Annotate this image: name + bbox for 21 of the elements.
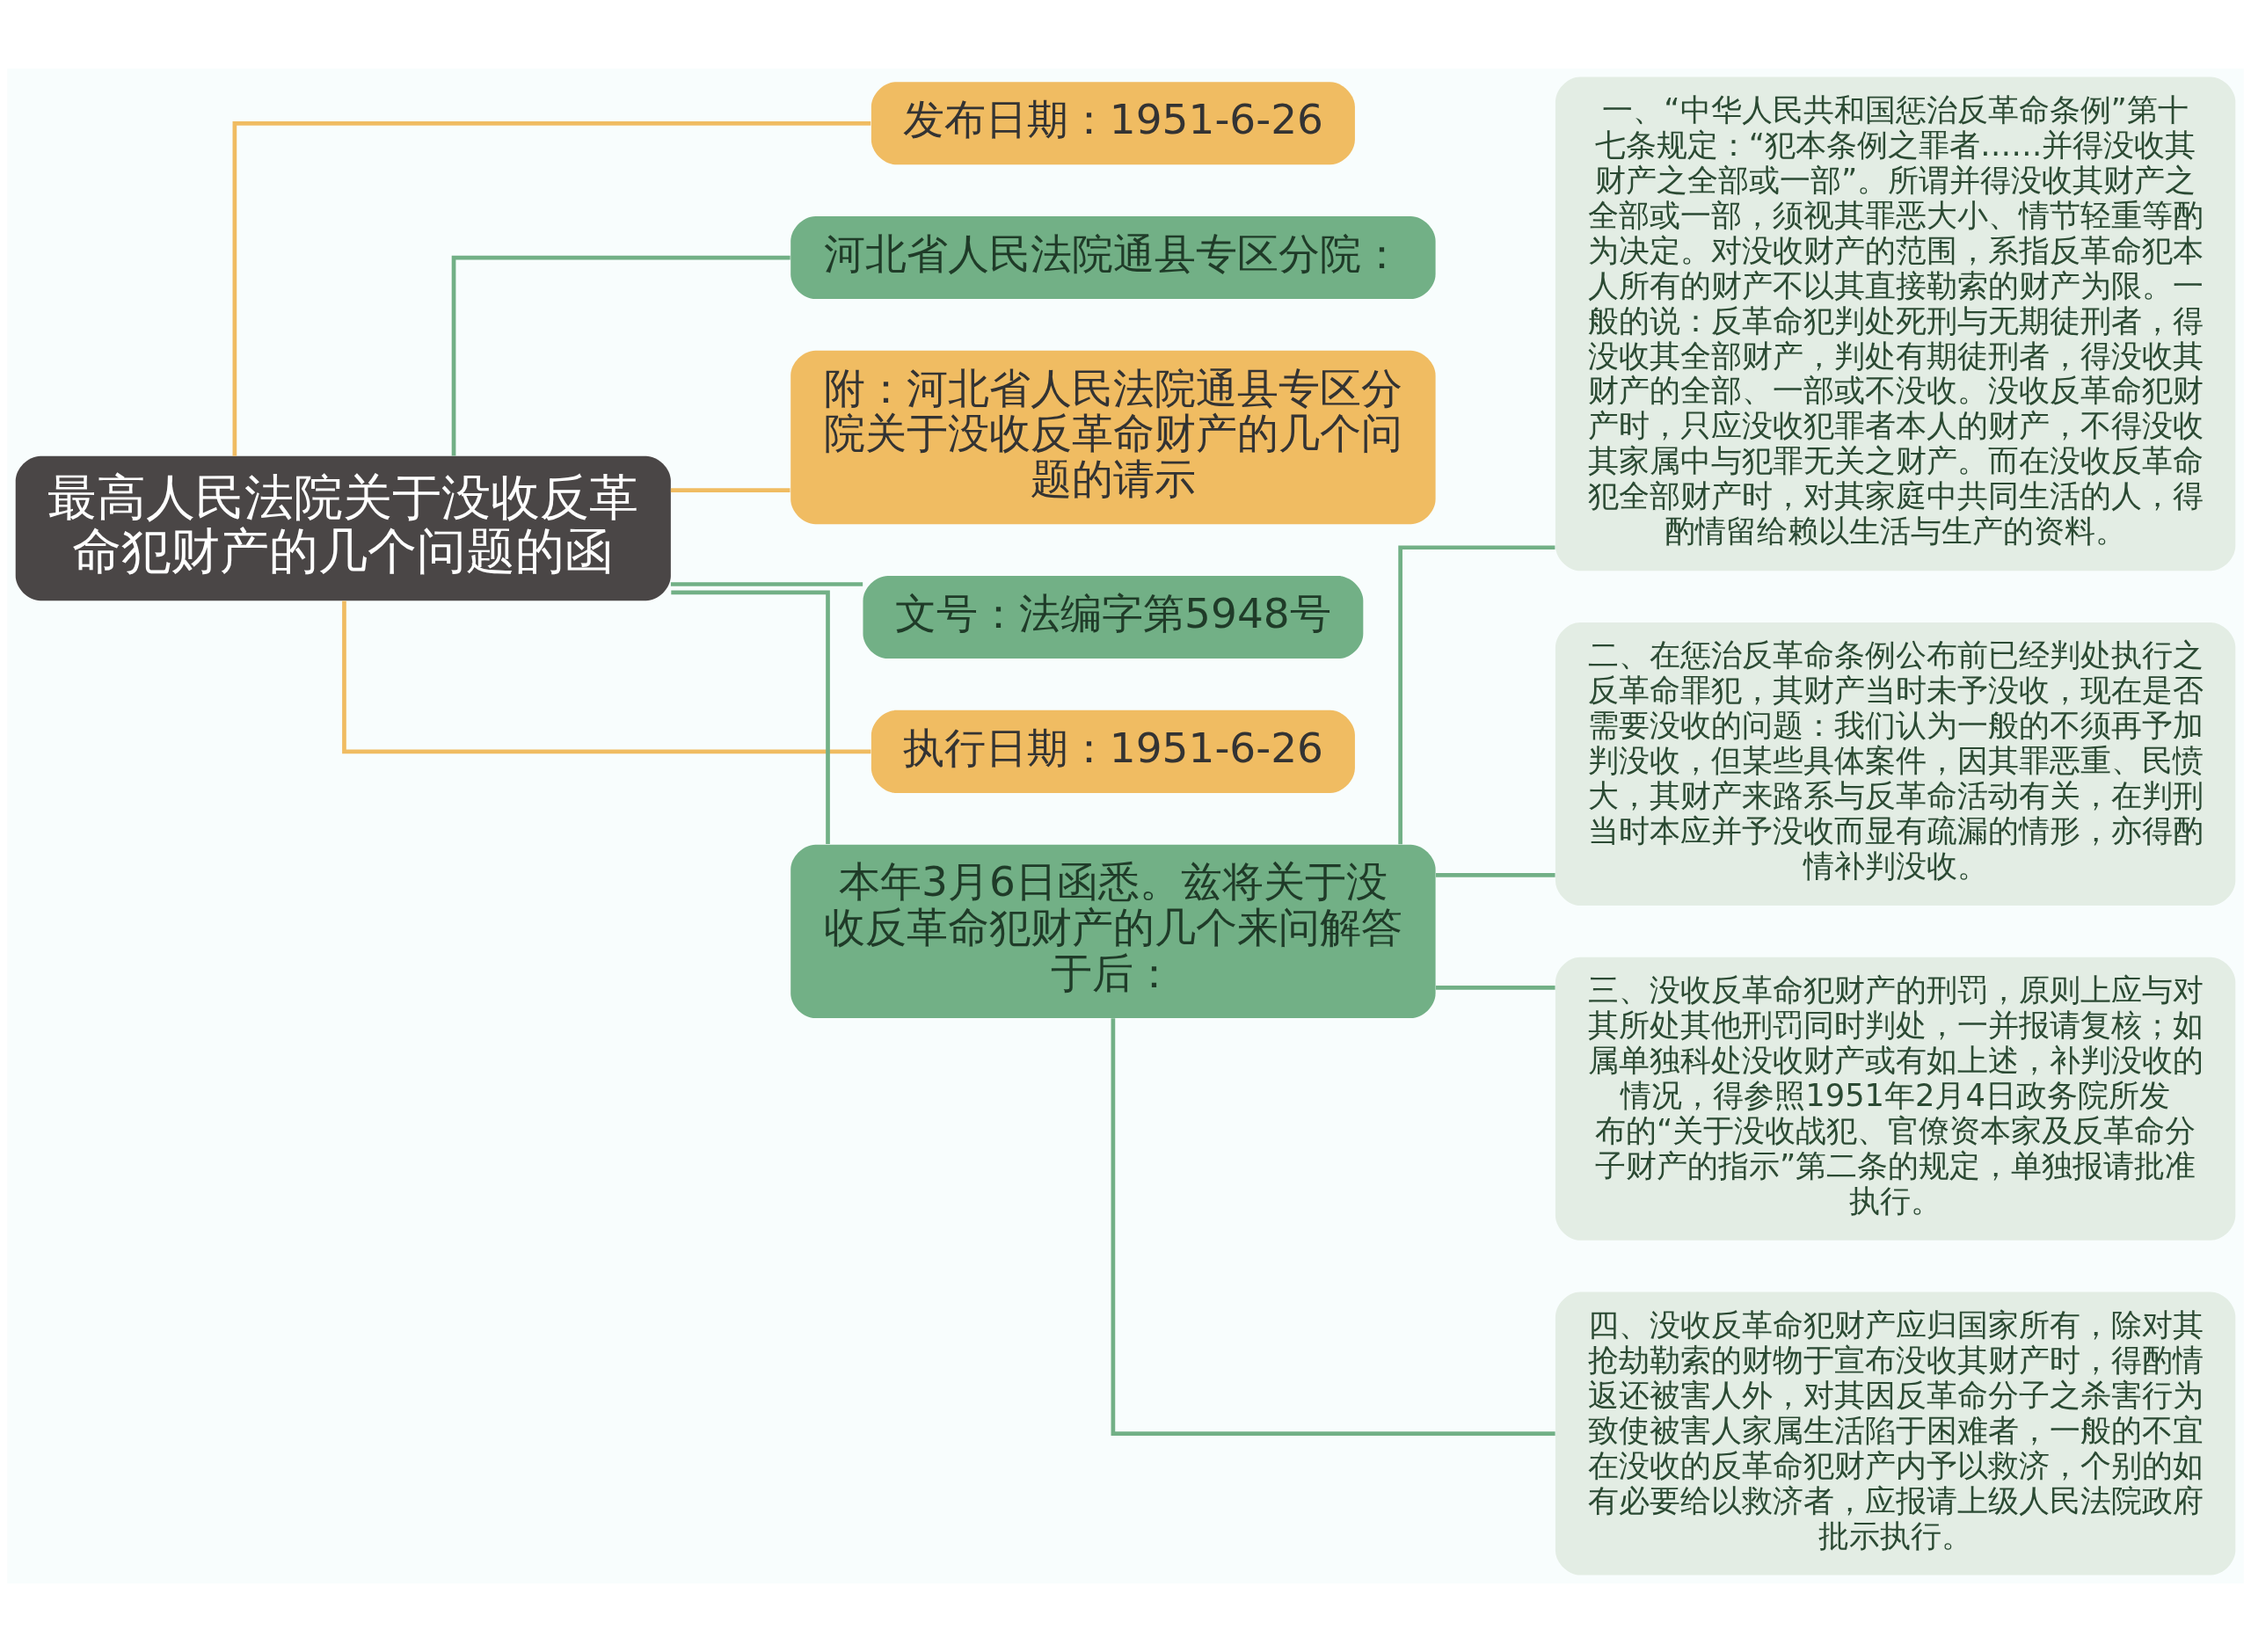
connector: [1435, 873, 1555, 877]
node-box: 最高人民法院关于没收反革命犯财产的几个问题的函: [15, 455, 671, 601]
connector: [232, 120, 871, 456]
node-box: 文号：法编字第5948号: [863, 576, 1364, 659]
node-box: 执行日期：1951-6-26: [871, 710, 1355, 793]
node-box: 三、没收反革命犯财产的刑罚，原则上应与对其所处其他刑罚同时判处，一并报请复核；如属单独科处没收财产或有如上述，补判没收的情况，得参照1951年2月4日政务院所发布的“关于没收战犯、官僚资本家及反革命分子财产的指示”第二条的规定，单独报请批准执行。: [1555, 957, 2236, 1241]
connector: [671, 590, 830, 845]
node-box: 本年3月6日函悉。兹将关于没收反革命犯财产的几个来问解答于后：: [790, 844, 1436, 1019]
node-box: 附：河北省人民法院通县专区分院关于没收反革命财产的几个问题的请示: [790, 350, 1436, 525]
node-box: 发布日期：1951-6-26: [871, 82, 1355, 165]
connector: [342, 600, 871, 754]
node-box: 一、“中华人民共和国惩治反革命条例”第十七条规定：“犯本条例之罪者……并得没收其财产之全部或一部”。所谓并得没收其财产之全部或一部，须视其罪恶大小、情节轻重等酌为决定。对没收财产的范围，系指反革命犯本人所有的财产不以其直接勒索的财产为限。一般的说：反革命犯判处死刑与无期徒刑者，得没收其全部财产，判处有期徒刑者，得没收其财产的全部、一部或不没收。没收反革命犯财产时，只应没收犯罪者本人的财产，不得没收其家属中与犯罪无关之财产。而在没收反革命犯全部财产时，对其家庭中共同生活的人，得酌情留给赖以生活与生产的资料。: [1555, 76, 2236, 571]
connector: [451, 255, 790, 456]
node-box: 河北省人民法院通县专区分院：: [790, 216, 1436, 300]
node-box: 四、没收反革命犯财产应归国家所有，除对其抢劫勒索的财物于宣布没收其财产时，得酌情返还被害人外，对其因反革命分子之杀害行为致使被害人家属生活陷于困难者，一般的不宜在没收的反革命犯财产内予以救济，个别的如有必要给以救济者，应报请上级人民法院政府批示执行。: [1555, 1292, 2236, 1576]
connector: [1435, 986, 1555, 990]
node-box: 二、在惩治反革命条例公布前已经判处执行之反革命罪犯，其财产当时未予没收，现在是否需要没收的问题：我们认为一般的不须再予加判没收，但某些具体案件，因其罪恶重、民愤大，其财产来路系与反革命活动有关，在判刑当时本应并予没收而显有疏漏的情形，亦得酌情补判没收。: [1555, 622, 2236, 906]
connector: [670, 582, 863, 586]
connector: [1111, 1018, 1555, 1436]
connector: [1398, 545, 1555, 845]
connector: [670, 488, 790, 492]
